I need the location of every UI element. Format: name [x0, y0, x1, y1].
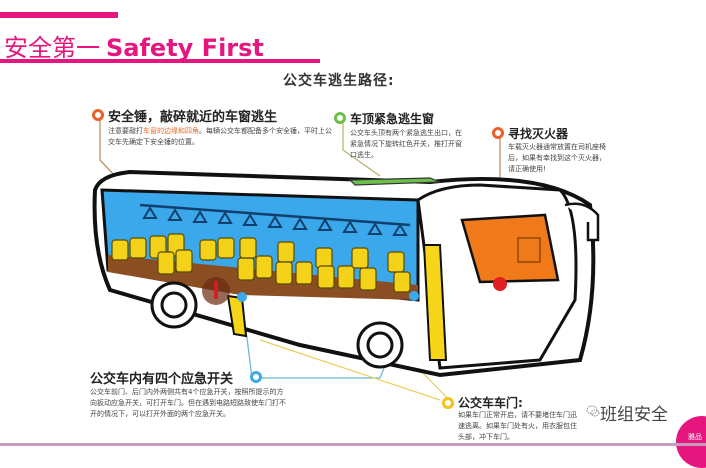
callout-body: 公交车前门、后门内外两侧共有4个应急开关，按照所提示的方向扳动应急开关，可打开车… — [90, 388, 286, 418]
orange-marker-icon — [492, 127, 504, 139]
wechat-icon — [586, 405, 600, 417]
callout-heading: 公交车内有四个应急开关 — [90, 372, 234, 387]
callout-heading: 安全锤，敲碎就近的车窗逃生 — [108, 110, 278, 125]
corner-badge-label: 雅品 — [688, 433, 702, 441]
callout-heading: 公交车车门: — [458, 396, 523, 410]
bus-illustration — [92, 120, 600, 406]
green-marker-icon — [334, 112, 346, 124]
callout-heading: 寻找灭火器 — [508, 127, 569, 141]
callout-body: 如果车门正常开启，请不要堵住车门迅速逃离。如果车门处有火，用衣服包住头部，冲下车… — [458, 411, 577, 441]
callout-body: 注意要敲打车窗的边缘和四角。每辆公交车都配备多个安全锤，平时上公交车先确定下安全… — [108, 127, 332, 146]
diagram-subtitle: 公交车逃生路径: — [283, 73, 395, 89]
callout-body: 车载灭火器通常放置在司机座椅后，如果有幸找到这个灭火器，请正确使用! — [508, 143, 606, 173]
page-title-en: Safety First — [106, 34, 264, 62]
callout-body: 公交车头顶有两个紧急逃生出口，在紧急情况下旋转红色开关，推打开窗口逃生。 — [350, 129, 462, 159]
callout-heading: 车顶紧急逃生窗 — [350, 112, 435, 126]
watermark-text: 班组安全 — [600, 405, 668, 425]
yellow-marker-icon — [442, 397, 454, 409]
bottom-border — [0, 443, 706, 446]
page-title-cn: 安全第一 — [4, 34, 100, 62]
orange-marker-icon — [92, 109, 104, 121]
title-underline — [0, 59, 320, 63]
top-accent-bar — [0, 12, 118, 18]
blue-marker-icon — [250, 371, 262, 383]
